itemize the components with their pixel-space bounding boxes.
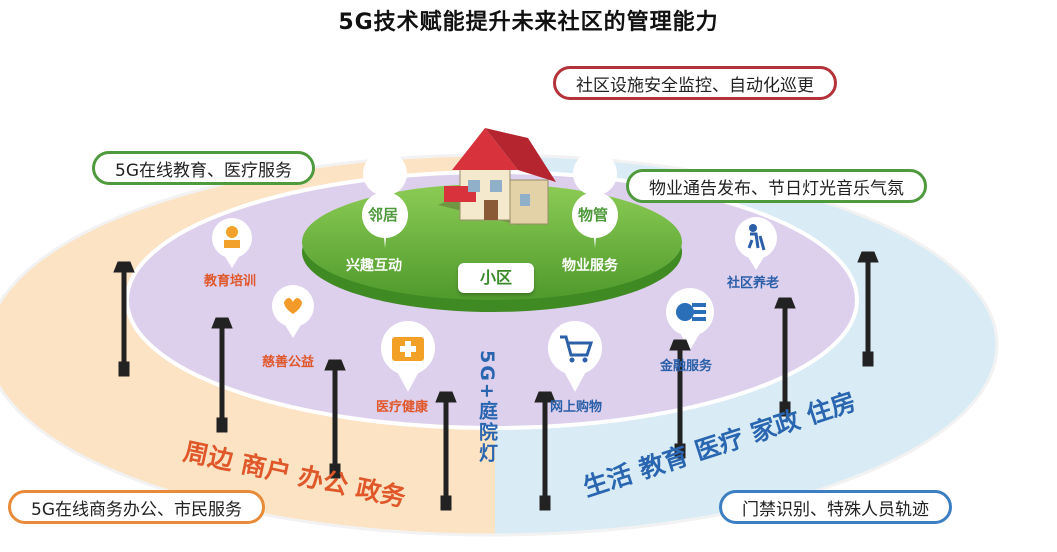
property-pin-label: 物管 — [578, 206, 609, 224]
charity-label: 慈善公益 — [262, 355, 315, 370]
education-label: 教育培训 — [204, 274, 257, 289]
callout-security-monitoring: 社区设施安全监控、自动化巡更 — [553, 66, 837, 100]
elderly-pin-icon — [735, 217, 777, 270]
neighbor-pin-label: 邻居 — [368, 206, 399, 224]
shopping-pin-icon — [548, 321, 602, 392]
courtyard-lamp-label: 5G+庭院灯 — [476, 350, 498, 464]
finance-pin-icon — [666, 288, 714, 350]
medical-pin-icon — [381, 321, 435, 392]
street-lamp-icon — [113, 251, 879, 511]
callout-online-education-medical: 5G在线教育、医疗服务 — [92, 151, 315, 185]
community-label: 小区 — [458, 263, 534, 293]
shopping-label: 网上购物 — [550, 400, 603, 415]
elderly-label: 社区养老 — [727, 276, 780, 291]
finance-label: 金融服务 — [660, 359, 713, 374]
callout-property-notice: 物业通告发布、节日灯光音乐气氛 — [626, 169, 927, 203]
education-pin-icon — [212, 218, 252, 268]
medical-label: 医疗健康 — [376, 400, 429, 415]
callout-access-recognition: 门禁识别、特殊人员轨迹 — [719, 490, 952, 524]
charity-pin-icon — [272, 285, 314, 338]
property-service-label: 物业服务 — [562, 258, 618, 274]
callout-online-business: 5G在线商务办公、市民服务 — [8, 490, 265, 524]
house-icon — [438, 128, 556, 225]
page-title: 5G技术赋能提升未来社区的管理能力 — [338, 10, 719, 35]
interest-interaction-label: 兴趣互动 — [346, 258, 402, 274]
neighbor-pin-icon — [362, 151, 408, 248]
property-pin-icon — [572, 151, 618, 248]
